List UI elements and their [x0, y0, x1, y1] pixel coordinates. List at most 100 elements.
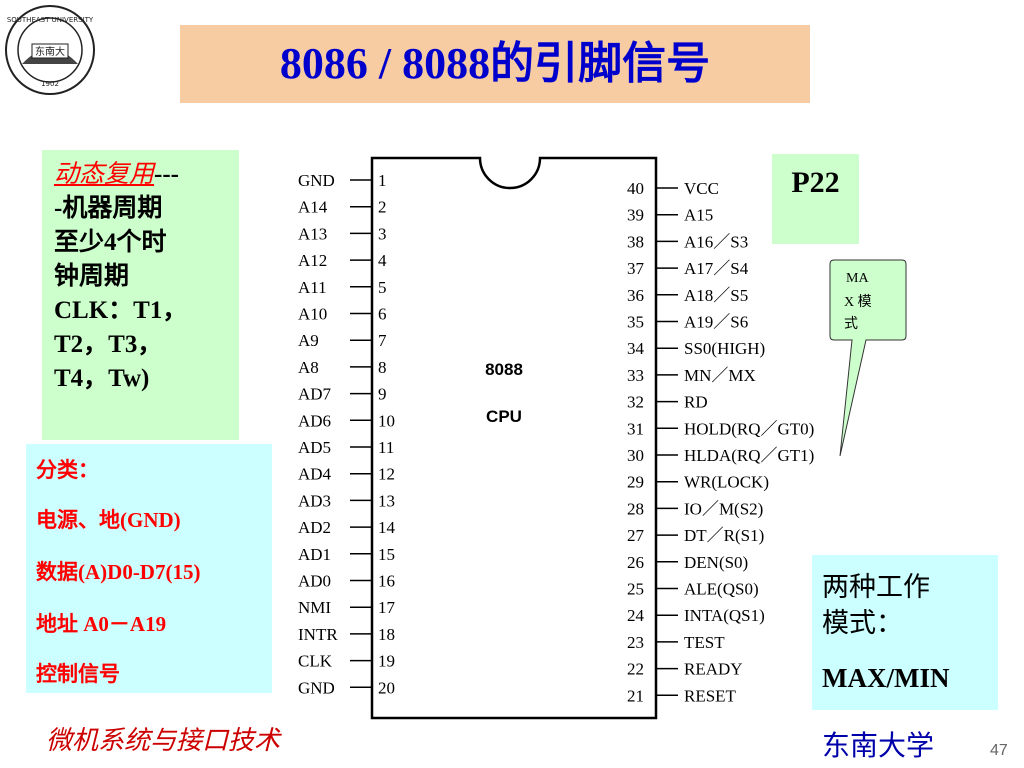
pin-label-left: CLK: [298, 652, 333, 671]
pin-label-left: A11: [298, 278, 327, 297]
pin-label-right: WR(LOCK): [684, 473, 769, 492]
pin-label-right: RD: [684, 393, 708, 412]
pin-label-right: READY: [684, 660, 743, 679]
pin-label-left: AD7: [298, 385, 332, 404]
pin-number: 35: [627, 313, 644, 332]
pin-number: 23: [627, 633, 644, 652]
pin-label-left: AD5: [298, 438, 331, 457]
pin-label-right: A18／S5: [684, 286, 748, 305]
modes-line: 两种工作: [822, 572, 930, 602]
callout-line: 式: [844, 316, 858, 332]
pin-number: 27: [627, 526, 645, 545]
pin-label-right: A19／S6: [684, 313, 748, 332]
svg-text:东南大: 东南大: [35, 45, 65, 58]
pin-label-right: DT／R(S1): [684, 526, 764, 545]
pin-number: 14: [378, 518, 396, 537]
course-title: 微机系统与接口技术: [46, 726, 281, 755]
pin-number: 7: [378, 331, 387, 350]
pin-label-right: A15: [684, 206, 713, 225]
multiplex-term: 动态复用: [54, 161, 155, 188]
chip-model-label: 8088: [485, 360, 523, 379]
pin-number: 13: [378, 491, 395, 510]
max-mode-callout: MA X 模 式: [829, 259, 907, 457]
page-ref: P22: [791, 166, 840, 199]
classification-item: 地址 A0－A19: [36, 612, 167, 636]
pin-number: 3: [378, 224, 387, 243]
pin-number: 9: [378, 385, 387, 404]
pin-label-left: A13: [298, 224, 327, 243]
chip-body: [370, 156, 658, 720]
multiplex-note-box: 动态复用--- -机器周期 至少4个时 钟周期 CLK：T1， T2，T3， T…: [42, 150, 239, 440]
slide-title: 8086 / 8088的引脚信号: [279, 39, 711, 88]
university-logo: 东南大 SOUTHEAST UNIVERSITY 1902: [5, 5, 95, 95]
pin-label-left: A9: [298, 331, 319, 350]
pin-number: 31: [627, 419, 644, 438]
pin-number: 32: [627, 393, 644, 412]
pin-number: 8: [378, 358, 387, 377]
pin-number: 10: [378, 411, 395, 430]
pin-label-right: INTA(QS1): [684, 606, 765, 625]
classification-box: 分类： 电源、地(GND) 数据(A)D0-D7(15) 地址 A0－A19 控…: [26, 444, 272, 693]
pin-number: 25: [627, 580, 644, 599]
pin-label-left: AD6: [298, 411, 331, 430]
pin-label-right: SS0(HIGH): [684, 339, 765, 358]
pin-number: 12: [378, 465, 395, 484]
pin-number: 11: [378, 438, 394, 457]
pin-label-right: MN／MX: [684, 366, 756, 385]
multiplex-note: 动态复用--- -机器周期 至少4个时 钟周期 CLK：T1， T2，T3， T…: [54, 161, 188, 392]
modes-value: MAX/MIN: [822, 663, 950, 693]
pin-number: 39: [627, 206, 644, 225]
pin-label-left: AD1: [298, 545, 331, 564]
pin-number: 30: [627, 446, 644, 465]
pin-number: 5: [378, 278, 387, 297]
pin-label-left: NMI: [298, 598, 331, 617]
pin-number: 21: [627, 686, 644, 705]
pin-number: 16: [378, 572, 395, 591]
page-number: 47: [990, 742, 1008, 759]
pin-number: 28: [627, 499, 644, 518]
pin-number: 33: [627, 366, 644, 385]
pin-number: 37: [627, 259, 645, 278]
pin-number: 17: [378, 598, 396, 617]
callout-line: X 模: [844, 294, 872, 310]
pin-label-left: A8: [298, 358, 319, 377]
pin-number: 20: [378, 678, 395, 697]
classification-item: 控制信号: [36, 662, 120, 686]
pin-label-left: A10: [298, 305, 327, 324]
pin-number: 29: [627, 473, 644, 492]
pin-label-right: HLDA(RQ／GT1): [684, 446, 814, 465]
pin-label-right: RESET: [684, 686, 737, 705]
pin-label-right: VCC: [684, 179, 719, 198]
pin-label-left: GND: [298, 171, 335, 190]
pin-number: 24: [627, 606, 645, 625]
pin-number: 34: [627, 339, 645, 358]
modes-line: 模式：: [822, 608, 903, 638]
pin-label-left: INTR: [298, 625, 338, 644]
pin-label-left: AD2: [298, 518, 331, 537]
pin-number: 40: [627, 179, 644, 198]
pin-label-right: HOLD(RQ／GT0): [684, 419, 814, 438]
pin-number: 38: [627, 232, 644, 251]
pin-number: 36: [627, 286, 644, 305]
pin-label-left: AD0: [298, 572, 331, 591]
svg-text:SOUTHEAST UNIVERSITY: SOUTHEAST UNIVERSITY: [7, 16, 94, 24]
pin-label-right: IO／M(S2): [684, 499, 763, 518]
pin-label-right: A17／S4: [684, 259, 749, 278]
pin-number: 22: [627, 660, 644, 679]
pin-label-right: TEST: [684, 633, 725, 652]
page-ref-box: P22: [772, 154, 859, 244]
pin-number: 15: [378, 545, 395, 564]
svg-text:1902: 1902: [41, 80, 59, 88]
title-banner: 8086 / 8088的引脚信号: [180, 25, 810, 103]
pin-number: 1: [378, 171, 387, 190]
pin-label-left: AD4: [298, 465, 332, 484]
classification-item: 电源、地(GND): [36, 508, 181, 532]
pin-number: 18: [378, 625, 395, 644]
classification-item: 数据(A)D0-D7(15): [36, 560, 201, 584]
callout-line: MA: [846, 271, 869, 286]
pin-label-left: A14: [298, 198, 328, 217]
pin-label-left: A12: [298, 251, 327, 270]
pin-number: 19: [378, 652, 395, 671]
pin-number: 6: [378, 305, 387, 324]
